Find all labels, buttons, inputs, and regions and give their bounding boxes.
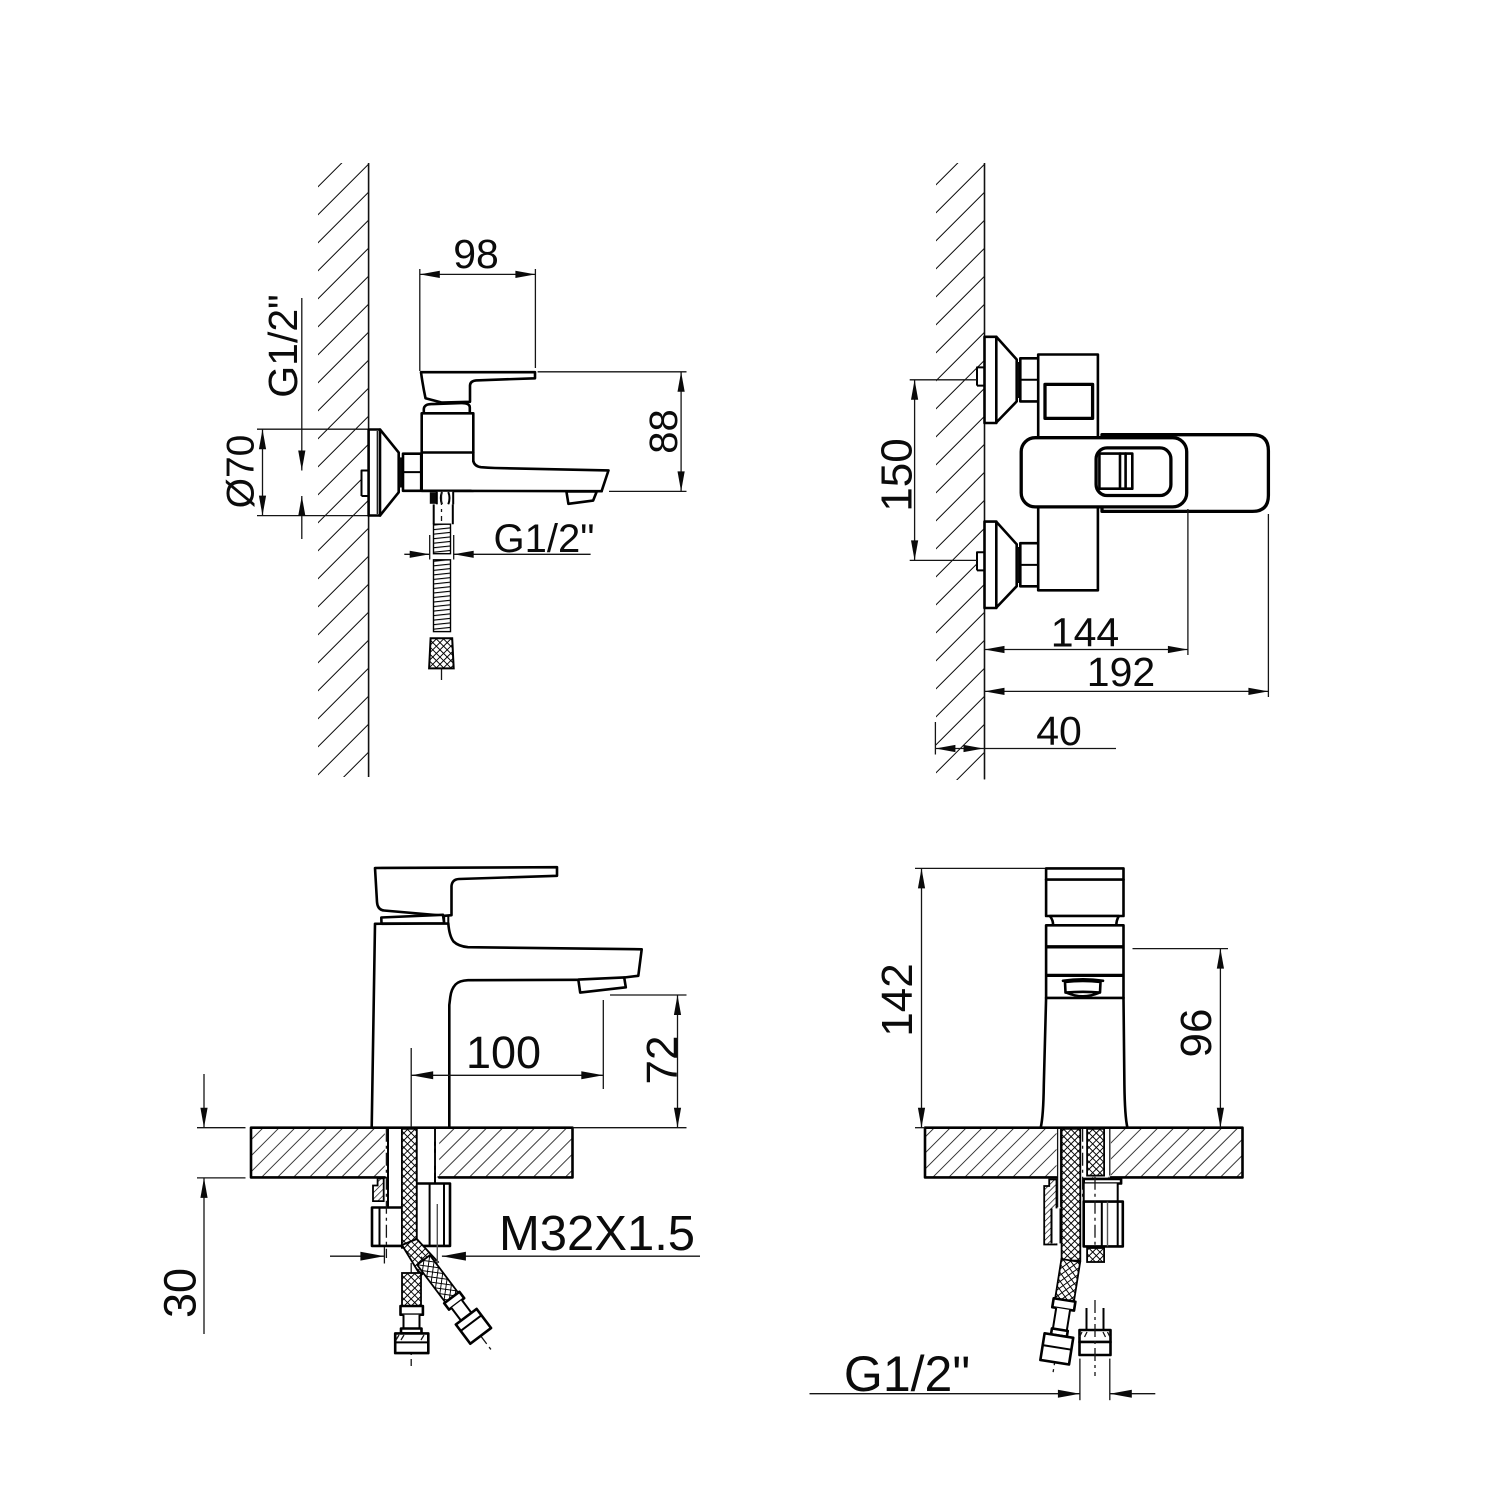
svg-text:96: 96 bbox=[1172, 1009, 1221, 1058]
svg-text:G1/2": G1/2" bbox=[844, 1346, 970, 1402]
svg-text:144: 144 bbox=[1051, 610, 1119, 656]
svg-text:98: 98 bbox=[453, 231, 499, 277]
svg-text:Ø70: Ø70 bbox=[220, 435, 263, 509]
svg-text:40: 40 bbox=[1036, 708, 1082, 754]
svg-text:30: 30 bbox=[155, 1268, 206, 1318]
svg-text:G1/2": G1/2" bbox=[494, 517, 595, 561]
svg-text:M32X1.5: M32X1.5 bbox=[499, 1207, 695, 1261]
svg-text:72: 72 bbox=[638, 1036, 687, 1085]
svg-text:G1/2": G1/2" bbox=[260, 294, 306, 397]
svg-text:142: 142 bbox=[873, 963, 922, 1036]
svg-text:100: 100 bbox=[466, 1027, 541, 1078]
svg-text:150: 150 bbox=[873, 438, 922, 511]
svg-text:192: 192 bbox=[1087, 649, 1155, 695]
svg-text:88: 88 bbox=[642, 409, 686, 454]
